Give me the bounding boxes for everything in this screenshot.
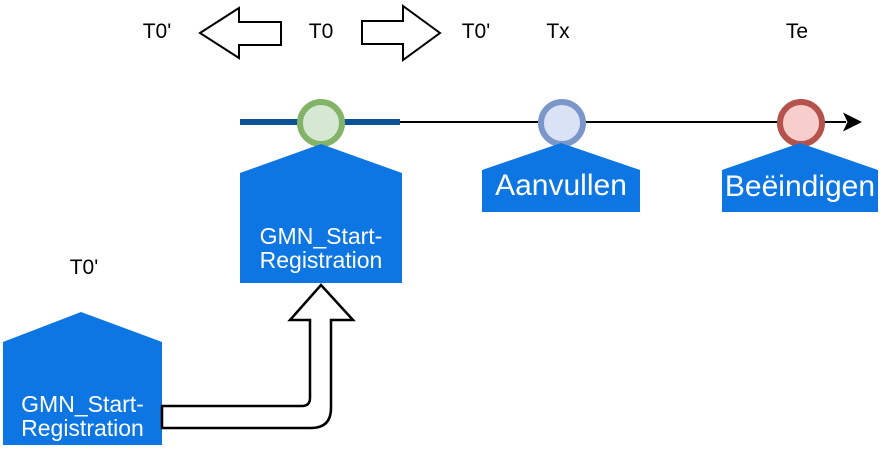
shift-left-arrow-icon (198, 6, 282, 60)
timeline-arrowhead-icon (843, 112, 862, 132)
pentagon-start-registration-top (240, 144, 402, 283)
pentagon-beeindigen (722, 143, 878, 212)
pentagon-start-registration-bottom (3, 312, 162, 445)
pentagon-start-registration-top-label: GMN_Start- Registration (240, 224, 402, 272)
label-t0-prime-right: T0' (461, 20, 491, 43)
milestone-circle-start-green (297, 99, 345, 147)
pentagon-aanvullen-label: Aanvullen (495, 169, 627, 202)
shift-right-arrow-icon (361, 4, 442, 62)
label-line: GMN_Start- (259, 223, 383, 249)
label-line: Registration (259, 247, 383, 273)
milestone-circle-beeindigen-red (777, 99, 825, 147)
pentagon-beeindigen-label: Beëindigen (724, 170, 876, 203)
milestone-circle-aanvullen-blue (538, 99, 586, 147)
elbow-arrow-icon (160, 283, 356, 430)
label-t0-prime-bottom: T0' (69, 256, 99, 279)
label-t0: T0 (308, 20, 334, 43)
label-te: Te (785, 20, 809, 43)
label-tx: Tx (546, 20, 570, 43)
pentagon-aanvullen (482, 143, 640, 212)
label-line: GMN_Start- (21, 391, 144, 417)
pentagon-start-registration-bottom-label: GMN_Start- Registration (3, 392, 162, 440)
label-t0-prime-left: T0' (142, 20, 172, 43)
label-line: Registration (21, 415, 144, 441)
